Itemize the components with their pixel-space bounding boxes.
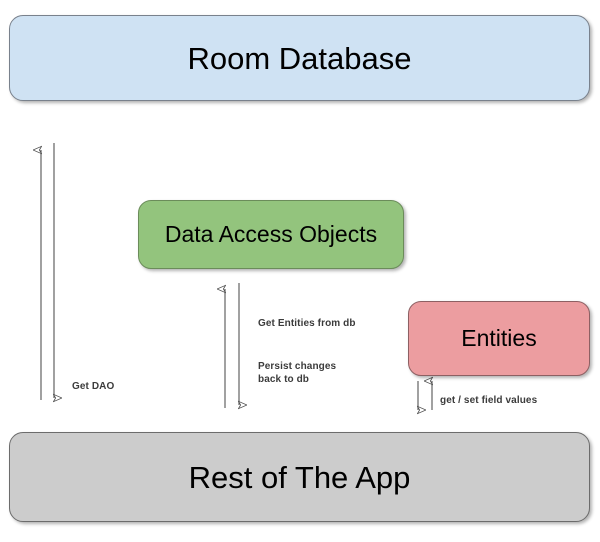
edge-label-get-dao: Get DAO xyxy=(72,381,115,392)
edge-label-get-set-field-values: get / set field values xyxy=(440,395,538,406)
node-rest-of-the-app[interactable]: Rest of The App xyxy=(9,432,590,522)
node-room-database[interactable]: Room Database xyxy=(9,15,590,101)
node-data-access-objects-label: Data Access Objects xyxy=(164,221,378,247)
edge-label-get-entities-from-db: Get Entities from db xyxy=(258,318,356,329)
node-rest-of-the-app-label: Rest of The App xyxy=(188,459,411,495)
node-entities[interactable]: Entities xyxy=(408,301,590,376)
node-entities-label: Entities xyxy=(461,325,537,351)
node-data-access-objects[interactable]: Data Access Objects xyxy=(138,200,404,269)
node-room-database-label: Room Database xyxy=(187,40,412,76)
edge-label-persist-changes-back-to-db: Persist changes back to db xyxy=(258,361,337,385)
